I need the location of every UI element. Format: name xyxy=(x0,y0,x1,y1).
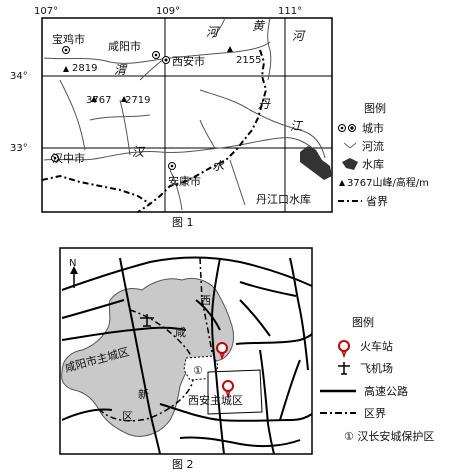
north-arrow-icon xyxy=(70,266,78,288)
peak-value: 3767 xyxy=(86,95,111,106)
fig1-legend: 图例 城市 河流 水库 3767山峰/高程/m 省界 xyxy=(338,101,429,208)
legend-title: 图例 xyxy=(352,315,374,329)
north-label: N xyxy=(69,258,76,269)
legend-item: 火车站 xyxy=(360,339,393,353)
river-label: 汉 xyxy=(132,145,146,159)
airport-icon xyxy=(140,314,154,327)
fig2-district-boundary xyxy=(99,309,195,422)
river-label: 江 xyxy=(290,119,304,133)
legend-item: 3767山峰/高程/m xyxy=(347,176,429,189)
legend-item: ① 汉长安城保护区 xyxy=(344,429,434,443)
city-label-xian: 西安市 xyxy=(172,54,205,68)
legend-item: 水库 xyxy=(362,158,384,171)
city-marker xyxy=(152,51,160,59)
peak-value: 2719 xyxy=(125,95,150,106)
river-label: 水 xyxy=(212,159,225,173)
city-label-xianyang: 咸阳市 xyxy=(108,39,141,53)
fig1-graticule xyxy=(42,18,332,212)
city-marker xyxy=(162,56,170,64)
city-marker xyxy=(62,46,70,54)
legend-city-symbol xyxy=(338,124,356,132)
train-station-icon xyxy=(222,380,234,399)
legend-item: 城市 xyxy=(362,121,384,135)
lat-label-34: 34° xyxy=(10,71,28,82)
lon-label-111: 111° xyxy=(278,6,302,17)
river-label: 河 xyxy=(292,29,306,43)
legend-item: 省界 xyxy=(366,195,388,208)
river-label: 黄 xyxy=(252,19,266,33)
reservoir-shape xyxy=(300,146,332,180)
xian-main-urban xyxy=(207,369,263,415)
legend-item: 高速公路 xyxy=(364,384,408,398)
peak-marker xyxy=(91,96,97,102)
fig2-caption: 图 2 xyxy=(172,458,194,471)
zone-number-label: ① xyxy=(193,364,203,377)
district-char: 咸 xyxy=(175,326,186,339)
fig2-legend: 图例 火车站 飞机场 高速公路 区界 ① 汉长安城保护区 xyxy=(320,315,434,443)
fig1-map xyxy=(41,17,333,213)
fig1-rivers xyxy=(43,17,326,211)
train-station-icon xyxy=(216,342,228,361)
city-marker xyxy=(168,162,176,170)
legend-item: 河流 xyxy=(362,139,384,153)
xian-main-urban-label: 西安主城区 xyxy=(188,393,243,407)
reservoir-label: 丹江口水库 xyxy=(256,193,311,206)
river-label: 河 xyxy=(206,25,220,39)
river-label: 丹 xyxy=(258,97,271,111)
city-label-ankang: 安康市 xyxy=(168,174,201,188)
legend-item: 区界 xyxy=(364,407,386,420)
legend-river-symbol xyxy=(343,142,357,149)
legend-item: 飞机场 xyxy=(360,361,393,375)
district-char: 新 xyxy=(138,387,149,401)
fig2-map xyxy=(59,247,313,455)
lat-label-33: 33° xyxy=(10,143,28,154)
legend-airport-icon xyxy=(338,362,350,375)
peak-marker xyxy=(227,46,233,52)
peak-marker xyxy=(121,96,127,102)
lon-label-107: 107° xyxy=(34,6,58,17)
district-char: 区 xyxy=(122,410,133,423)
city-label-baoji: 宝鸡市 xyxy=(52,32,85,46)
peak-value: 2819 xyxy=(72,63,97,74)
fig1-peaks xyxy=(63,46,233,102)
peak-marker xyxy=(63,66,69,72)
legend-train-icon xyxy=(338,340,350,359)
fig2-district-boundary-2 xyxy=(199,257,213,353)
fig1-cities xyxy=(51,46,176,170)
peak-value: 2155 xyxy=(236,55,261,66)
fig1-province-boundary-2 xyxy=(41,174,151,205)
city-marker xyxy=(51,154,59,162)
district-char: 西 xyxy=(200,294,211,307)
fig1-frame xyxy=(41,17,333,213)
lon-label-109: 109° xyxy=(156,6,180,17)
legend-title: 图例 xyxy=(364,101,386,115)
city-label-hanzhong: 汉中市 xyxy=(52,151,85,165)
legend-peak-symbol xyxy=(339,180,345,186)
river-label: 渭 xyxy=(114,63,128,77)
fig2-highways xyxy=(61,256,313,455)
fig1-caption: 图 1 xyxy=(172,216,194,229)
legend-reservoir-symbol xyxy=(342,158,358,170)
